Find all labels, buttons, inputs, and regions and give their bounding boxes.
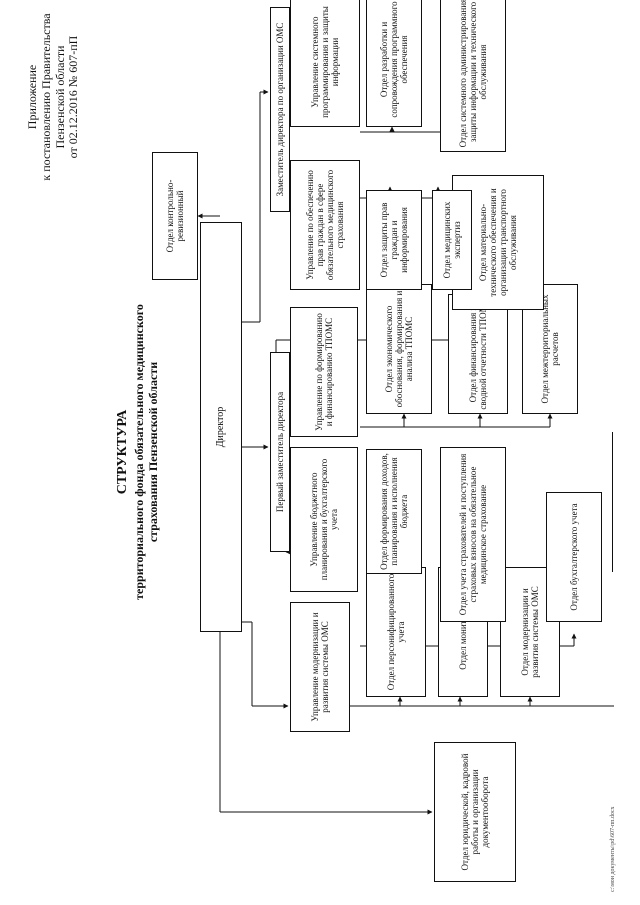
modern-dept-personified: Отдел персонифицированного учета [366,567,426,697]
director-box: Директор [200,222,242,632]
deputy-oms-box: Заместитель директора по организации ОМС [270,7,290,212]
budget-dept-insurers: Отдел учета страхователей и поступления … [440,447,506,622]
rights-dept-expertise: Отдел медицинских экспертиз [432,190,472,290]
budget-dept-accounting: Отдел бухгалтерского учета [546,492,602,622]
budget-mgmt-box: Управление бюджетного планирования и бух… [290,447,358,592]
rights-mgmt-box: Управление по обеспечению прав граждан в… [290,160,360,290]
finance-dept-reporting: Отдел финансирования и сводной отчетност… [448,294,508,414]
finance-mgmt-box: Управление по формированию и финансирова… [290,307,358,437]
control-dept-box: Отдел контрольно-ревизионный [152,152,198,280]
separator-line [612,432,613,572]
first-deputy-box: Первый заместитель директора [270,352,290,552]
finance-dept-analysis: Отдел экономического обоснования, формир… [366,284,432,414]
footer-path: c:\мои документы\pd\607-пп.docx [610,806,616,892]
rights-dept-protection: Отдел защиты прав граждан и информирован… [366,190,422,290]
it-dept-administration: Отдел системного администрирования, защи… [440,0,506,152]
it-mgmt-box: Управление системного программирования и… [290,0,360,127]
org-chart-canvas: Приложение к постановлению Правительства… [20,0,620,902]
budget-dept-revenue: Отдел формирования доходов, планирования… [366,449,422,574]
modern-mgmt-box: Управление модернизации и развития систе… [290,602,350,732]
it-dept-software: Отдел разработки и сопровождения програм… [366,0,422,127]
legal-dept-box: Отдел юридической, кадровой работы и орг… [434,742,516,882]
